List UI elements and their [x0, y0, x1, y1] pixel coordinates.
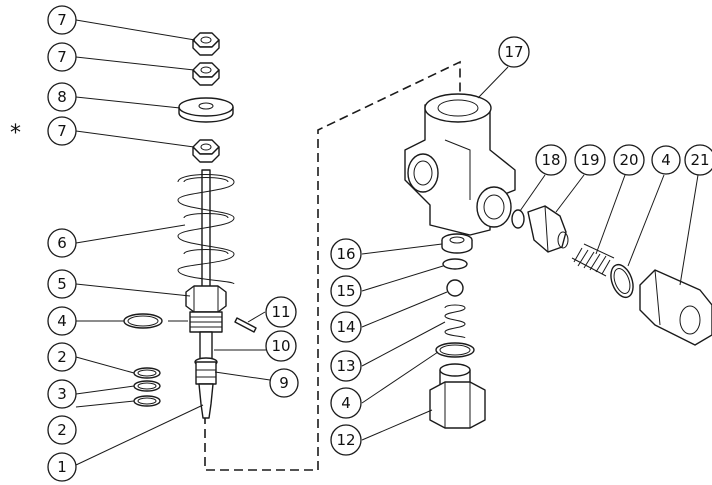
valve-seat-part [527, 205, 569, 253]
svg-text:18: 18 [541, 151, 560, 169]
svg-text:12: 12 [336, 431, 355, 449]
left-assembly [123, 32, 257, 419]
callout-balloon: 20 [613, 144, 645, 176]
callout-balloon: 7 [47, 5, 77, 35]
plug-part [429, 363, 486, 429]
o-ring-small-part [442, 258, 468, 270]
svg-text:2: 2 [57, 421, 67, 439]
o-ring-small-part [511, 209, 525, 229]
svg-text:17: 17 [504, 43, 523, 61]
callout-balloon: 4 [47, 306, 77, 336]
svg-text:7: 7 [57, 48, 67, 66]
nut-part [192, 62, 220, 86]
svg-text:19: 19 [580, 151, 599, 169]
spring-part [177, 169, 235, 291]
ball-part [446, 279, 464, 297]
callout-balloon: 16 [330, 238, 362, 270]
callout-balloon: 14 [330, 311, 362, 343]
svg-text:21: 21 [690, 151, 709, 169]
callout-balloon: 18 [535, 144, 567, 176]
callout-balloon: 11 [265, 296, 297, 328]
pin-part [234, 317, 257, 333]
spring-part [444, 304, 466, 339]
callout-balloon: 12 [330, 424, 362, 456]
callout-balloon: 4 [330, 387, 362, 419]
svg-text:5: 5 [57, 275, 67, 293]
nut-part [192, 32, 220, 56]
spring-part [571, 243, 615, 277]
svg-text:15: 15 [336, 282, 355, 300]
callout-balloon: 15 [330, 275, 362, 307]
callout-balloon: 8 [47, 82, 77, 112]
o-ring-small-part [133, 380, 161, 392]
svg-text:8: 8 [57, 88, 67, 106]
callout-balloon: 7 [47, 42, 77, 72]
callout-balloon: 13 [330, 350, 362, 382]
svg-text:16: 16 [336, 245, 355, 263]
callout-balloon: 21 [684, 144, 712, 176]
callout-balloon: 19 [574, 144, 606, 176]
asterisk-mark: * [10, 121, 21, 146]
leader-lines [75, 19, 699, 466]
svg-text:14: 14 [336, 318, 355, 336]
callout-balloon: 17 [498, 36, 530, 68]
svg-text:2: 2 [57, 348, 67, 366]
stem-part [194, 331, 218, 419]
callout-balloon: 7 [47, 116, 77, 146]
svg-text:6: 6 [57, 234, 67, 252]
callout-balloon: 4 [651, 145, 681, 175]
svg-text:4: 4 [661, 151, 671, 169]
manifold-body-part [404, 93, 516, 236]
svg-text:11: 11 [271, 303, 290, 321]
svg-text:4: 4 [341, 394, 351, 412]
assembly-dashed-line [204, 60, 461, 471]
svg-text:1: 1 [57, 458, 67, 476]
callout-balloon: 3 [47, 379, 77, 409]
callout-balloon: 5 [47, 269, 77, 299]
nut-part [192, 139, 220, 163]
callout-balloon: 2 [47, 415, 77, 445]
o-ring-part [610, 263, 634, 299]
svg-text:13: 13 [336, 357, 355, 375]
valve-body-part [185, 285, 227, 333]
o-ring-part [435, 342, 475, 358]
svg-text:9: 9 [279, 374, 289, 392]
svg-text:4: 4 [57, 312, 67, 330]
fitting-part [639, 269, 712, 346]
svg-text:20: 20 [619, 151, 638, 169]
seal-part [441, 233, 473, 254]
backup-ring-part [133, 395, 161, 407]
o-ring-part [123, 313, 163, 329]
svg-text:3: 3 [57, 385, 67, 403]
callout-balloon: 2 [47, 342, 77, 372]
svg-text:7: 7 [57, 11, 67, 29]
callout-balloon: 10 [265, 330, 297, 362]
svg-text:7: 7 [57, 122, 67, 140]
backup-ring-part [133, 367, 161, 379]
washer-part [178, 97, 234, 123]
callout-balloon: 1 [47, 452, 77, 482]
callout-balloons: 7 7 8 7 6 5 4 11 10 2 3 9 2 1 17 18 19 2… [47, 5, 712, 482]
svg-text:10: 10 [271, 337, 290, 355]
right-assembly [404, 93, 712, 429]
callout-balloon: 6 [47, 228, 77, 258]
callout-balloon: 9 [269, 368, 299, 398]
